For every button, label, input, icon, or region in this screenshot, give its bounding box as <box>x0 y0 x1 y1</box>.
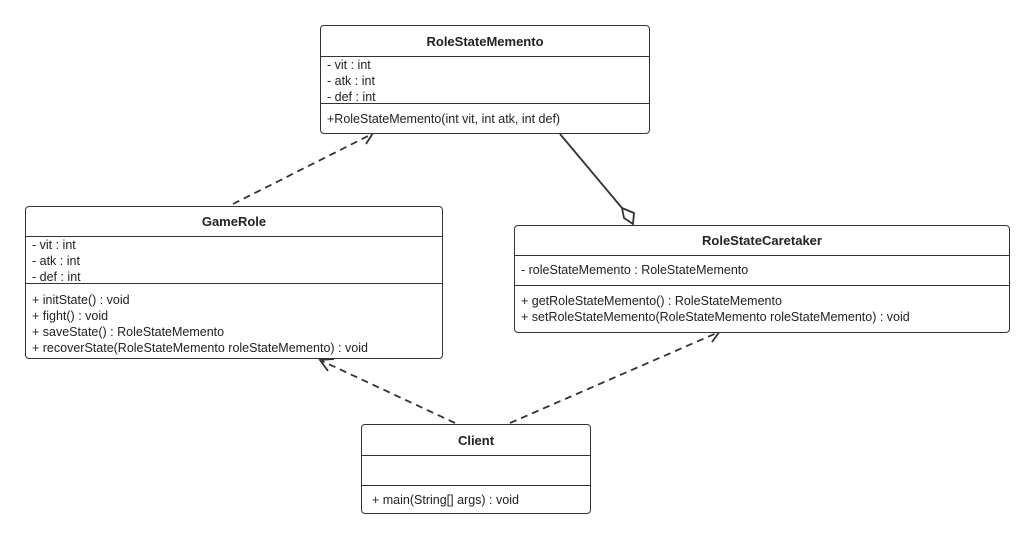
attribute: - vit : int <box>327 58 371 72</box>
attribute: - atk : int <box>327 74 375 88</box>
attributes: - roleStateMemento : RoleStateMemento <box>515 256 1009 286</box>
methods: +RoleStateMemento(int vit, int atk, int … <box>321 104 649 127</box>
method: + getRoleStateMemento() : RoleStateMemen… <box>521 294 782 308</box>
class-game-role[interactable]: GameRole - vit : int - atk : int - def :… <box>25 206 443 359</box>
method: + fight() : void <box>32 309 109 323</box>
dependency-client-to-caretaker <box>509 329 722 424</box>
attribute: - vit : int <box>32 238 76 252</box>
method: +RoleStateMemento(int vit, int atk, int … <box>327 112 561 126</box>
method: + saveState() : RoleStateMemento <box>32 325 225 339</box>
method: + initState() : void <box>32 293 130 307</box>
attribute: - atk : int <box>32 254 80 268</box>
method: + main(String[] args) : void <box>372 493 519 507</box>
class-name: RoleStateMemento <box>321 26 649 57</box>
attributes: - vit : int - atk : int - def : int <box>26 237 442 284</box>
methods: + getRoleStateMemento() : RoleStateMemen… <box>515 286 1009 325</box>
class-role-state-memento[interactable]: RoleStateMemento - vit : int - atk : int… <box>320 25 650 134</box>
attribute: - roleStateMemento : RoleStateMemento <box>521 263 749 277</box>
class-name: GameRole <box>26 207 442 237</box>
attribute: - def : int <box>327 90 376 104</box>
dependency-client-to-gamerole <box>318 358 456 424</box>
class-role-state-caretaker[interactable]: RoleStateCaretaker - roleStateMemento : … <box>514 225 1010 333</box>
methods: + initState() : void + fight() : void + … <box>26 284 442 356</box>
attribute: - def : int <box>32 270 81 284</box>
class-name: Client <box>362 425 590 456</box>
class-name: RoleStateCaretaker <box>515 226 1009 256</box>
methods: + main(String[] args) : void <box>362 486 590 508</box>
class-client[interactable]: Client + main(String[] args) : void <box>361 424 591 514</box>
method: + recoverState(RoleStateMemento roleStat… <box>32 341 368 355</box>
dependency-gamerole-to-memento <box>232 132 375 205</box>
attributes <box>362 456 590 486</box>
attributes: - vit : int - atk : int - def : int <box>321 57 649 104</box>
method: + setRoleStateMemento(RoleStateMemento r… <box>521 310 910 324</box>
aggregation-memento-caretaker <box>559 133 635 226</box>
